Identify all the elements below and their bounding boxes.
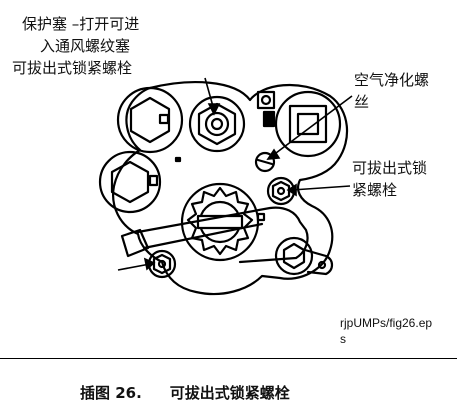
right-side-boss xyxy=(274,236,314,276)
right-boss xyxy=(274,90,342,158)
caption-divider xyxy=(0,358,457,359)
label-protective-plug-line2: 入通风螺纹塞 xyxy=(40,37,131,55)
housing-outline xyxy=(112,81,349,296)
top-left-boss xyxy=(116,86,184,154)
label-protective-plug-line1: 保护塞 –打开可进 xyxy=(22,15,140,33)
figure-caption: 插图 26. 可拔出式锁紧螺栓 xyxy=(80,382,290,403)
label-lock-bolt-right-line1: 可拔出式锁 xyxy=(352,159,428,177)
vent-plug-hex-icon xyxy=(197,102,237,146)
hex-bolt-icon xyxy=(129,96,171,144)
left-lower-boss xyxy=(98,150,162,214)
gear-dial-icon xyxy=(180,182,260,262)
vent-plug-outer xyxy=(188,95,246,153)
file-reference-line1: rjpUMPs/fig26.ep xyxy=(340,316,433,330)
file-reference-line2: s xyxy=(340,332,346,346)
label-air-purge-screw-line1: 空气净化螺 xyxy=(354,71,430,89)
small-square-plug xyxy=(256,90,276,110)
label-air-purge-screw-line2: 丝 xyxy=(354,93,370,111)
square-plug-icon xyxy=(288,104,328,144)
lever-icon xyxy=(136,206,309,264)
label-lock-bolt-top: 可拔出式锁紧螺栓 xyxy=(12,59,133,77)
figure-number: 插图 26. xyxy=(80,384,142,402)
latch xyxy=(303,248,334,276)
air-purge-screw xyxy=(254,151,276,173)
figure-title: 可拔出式锁紧螺栓 xyxy=(169,384,290,402)
hex-bolt-icon-lower xyxy=(110,160,150,204)
label-lock-bolt-right-line2: 紧螺栓 xyxy=(352,181,398,199)
